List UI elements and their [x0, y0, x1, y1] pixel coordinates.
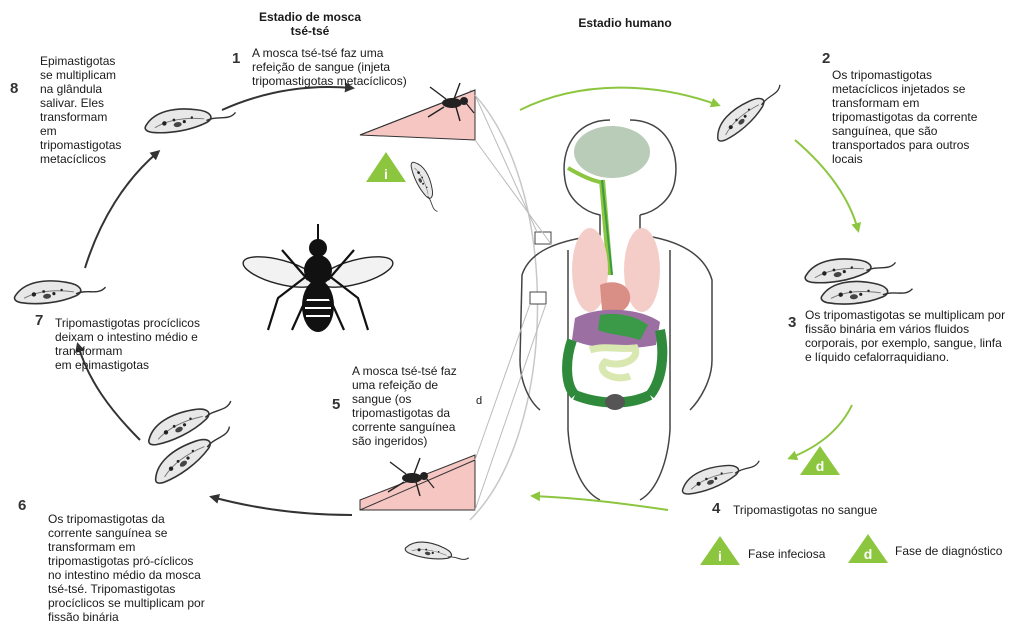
step-7-number: 7: [35, 312, 43, 329]
divider-arc: [470, 90, 538, 520]
arrow-1-to-2: [520, 88, 718, 110]
step-3-number: 3: [788, 314, 796, 331]
step-1-text: A mosca tsé-tsé faz uma refeição de sang…: [252, 46, 407, 88]
legend-diagnostic-label: Fase de diagnóstico: [895, 544, 1002, 558]
step-2-number: 2: [822, 50, 830, 67]
step-1-number: 1: [232, 50, 240, 67]
tsetse-stage-header: Estadio de mosca tsé-tsé: [245, 10, 375, 38]
stray-mark: d: [476, 394, 482, 408]
svg-text:i: i: [718, 548, 722, 564]
arrow-5-to-6: [212, 497, 352, 515]
parasite-stage-1-icon: [408, 159, 443, 214]
parasite-stage-2-icon: [710, 77, 786, 145]
legend-infective-icon: i: [700, 536, 740, 565]
infective-stage-marker-icon: i: [366, 152, 406, 182]
step-2-text: Os tripomastigotas metacíclicos injetado…: [832, 68, 977, 166]
step-7-text: Tripomastigotas procíclicos deixam o int…: [55, 316, 200, 372]
parasite-stage-4-icon: [678, 451, 762, 498]
parasite-stage-5-icon: [404, 539, 470, 565]
arrow-7-to-8: [85, 152, 158, 268]
step-4-text: Tripomastigotas no sangue: [733, 503, 877, 517]
legend-infective-label: Fase infeciosa: [748, 547, 825, 561]
step-4-number: 4: [712, 500, 720, 517]
parasite-stage-6a-icon: [143, 391, 235, 450]
svg-text:d: d: [816, 458, 825, 474]
parasite-stage-3a-icon: [803, 251, 897, 286]
step-8-text: Epimastigotas se multiplicam na glândula…: [40, 54, 121, 166]
svg-text:i: i: [384, 166, 388, 182]
step-6-text: Os tripomastigotas da corrente sanguínea…: [48, 512, 205, 624]
step-5-number: 5: [332, 396, 340, 413]
human-body-icon: [475, 95, 712, 510]
step-6-number: 6: [18, 497, 26, 514]
human-stage-header: Estadio humano: [560, 16, 690, 30]
svg-text:d: d: [864, 546, 873, 562]
parasite-stage-8-icon: [143, 101, 237, 136]
step-3-text: Os tripomastigotas se multiplicam por fi…: [805, 308, 1005, 364]
arrow-8-to-1: [222, 87, 352, 110]
step-5-text: A mosca tsé-tsé faz uma refeição de sang…: [352, 364, 457, 448]
step-8-number: 8: [10, 80, 18, 97]
arrow-4-to-5: [533, 496, 668, 510]
legend-diagnostic-icon: d: [848, 534, 888, 563]
tsetse-fly-icon: [240, 224, 396, 332]
parasite-stage-7-icon: [13, 276, 106, 306]
